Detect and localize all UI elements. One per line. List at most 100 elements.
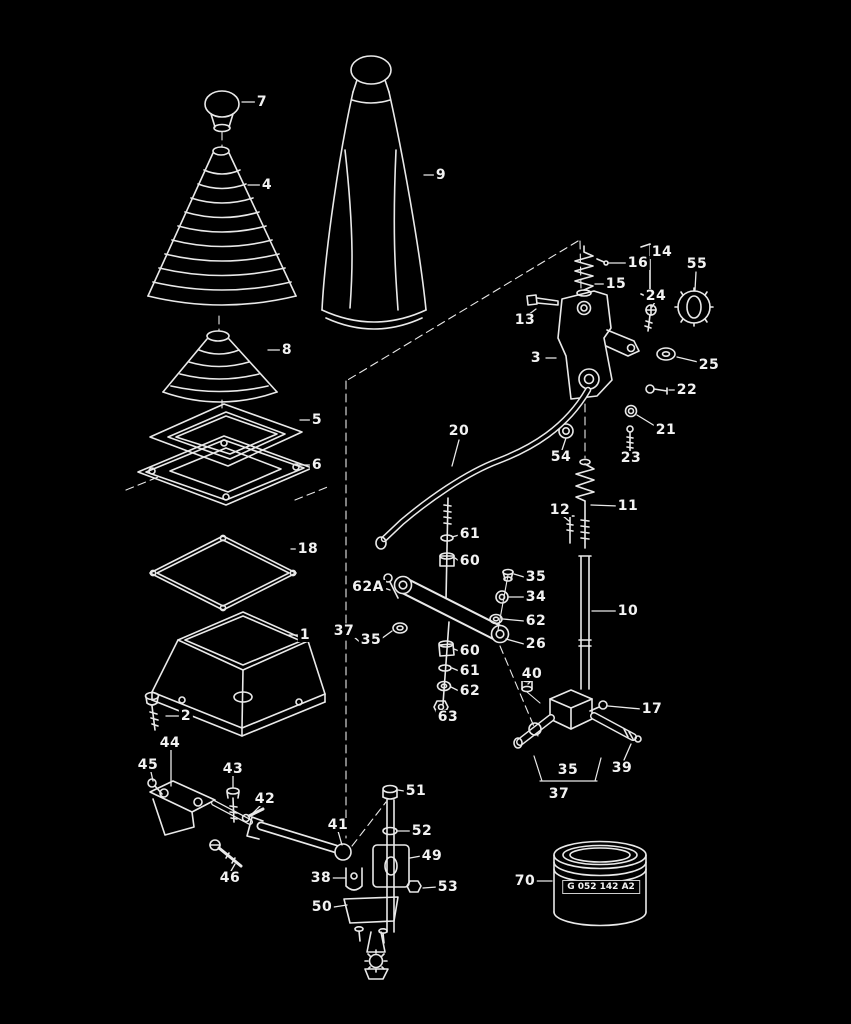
part-label-9: 9	[433, 167, 449, 183]
large-boot-9	[321, 55, 427, 330]
washer-34	[495, 590, 509, 604]
lower-rod	[386, 799, 395, 933]
gasket-18	[149, 534, 297, 612]
washer-61-lower	[438, 664, 452, 672]
part-label-18: 18	[295, 541, 321, 557]
part-label-62: 62	[457, 683, 483, 699]
part-label-15: 15	[603, 276, 629, 292]
part-label-4: 4	[259, 177, 275, 193]
part-label-50: 50	[309, 899, 335, 915]
part-label-5: 5	[309, 412, 325, 428]
part-label-52: 52	[409, 823, 435, 839]
part-label-3: 3	[528, 350, 544, 366]
part-label-46: 46	[217, 870, 243, 886]
nut-53	[406, 880, 422, 893]
part-label-62A: 62A	[350, 579, 386, 595]
brace-35-37	[533, 755, 602, 782]
shift-knob-7	[204, 90, 240, 133]
threaded-stud-lower	[442, 621, 450, 705]
bracket-49	[372, 844, 410, 888]
bracket-50	[343, 896, 399, 980]
part-label-24: 24	[643, 288, 669, 304]
part-label-63: 63	[435, 709, 461, 725]
part-label-40: 40	[519, 666, 545, 682]
part-label-26: 26	[523, 636, 549, 652]
canister-70	[553, 840, 647, 927]
crossbar-26	[393, 575, 510, 644]
part-label-12: 12	[547, 502, 573, 518]
bolt-62A	[383, 573, 399, 599]
part-label-53: 53	[435, 879, 461, 895]
ribbed-boot-4	[147, 146, 297, 306]
clip-16	[596, 258, 609, 266]
part-label-13: 13	[512, 312, 538, 328]
part-label-2: 2	[178, 708, 194, 724]
bolt-51	[382, 784, 398, 800]
spring-rod-11	[575, 458, 595, 549]
housing-1	[151, 611, 326, 737]
part-label-35: 35	[358, 632, 384, 648]
trim-frame-5	[149, 403, 303, 467]
part-label-11: 11	[615, 498, 641, 514]
part-label-43: 43	[220, 761, 246, 777]
part-label-21: 21	[653, 422, 679, 438]
block-60-upper	[439, 552, 455, 567]
block-60-lower	[438, 640, 455, 657]
shift-rod-20	[375, 386, 592, 550]
part-label-54: 54	[548, 449, 574, 465]
part-label-60: 60	[457, 643, 483, 659]
washer-52	[382, 826, 398, 836]
part-label-70: 70	[512, 873, 538, 889]
knurled-knob-55	[674, 287, 714, 327]
part-label-41: 41	[325, 817, 351, 833]
part-label-8: 8	[279, 342, 295, 358]
mounting-frame-6	[137, 435, 313, 506]
part-label-37: 37	[331, 623, 357, 639]
stud-23	[626, 425, 634, 452]
part-label-1: 1	[297, 627, 313, 643]
pin-42	[241, 807, 265, 823]
part-label-45: 45	[135, 757, 161, 773]
part-label-16: 16	[625, 255, 651, 271]
washer-61-upper	[440, 534, 454, 542]
part-label-34: 34	[523, 589, 549, 605]
part-label-14: 14	[649, 244, 675, 260]
part-label-25: 25	[696, 357, 722, 373]
part-label-51: 51	[403, 783, 429, 799]
part-label-61: 61	[457, 663, 483, 679]
part-label-44: 44	[157, 735, 183, 751]
shift-bracket-3	[557, 289, 640, 400]
part-label-37: 37	[546, 786, 572, 802]
nut-25	[656, 347, 676, 361]
bracket-44	[149, 780, 253, 836]
pivot-pin-13	[526, 294, 559, 306]
bushing-62-right	[489, 613, 503, 625]
part-label-17: 17	[639, 701, 665, 717]
rod-39	[590, 712, 642, 743]
part-label-60: 60	[457, 553, 483, 569]
part-label-55: 55	[684, 256, 710, 272]
part-label-62: 62	[523, 613, 549, 629]
lever-arm-41	[246, 816, 352, 861]
part-label-38: 38	[308, 870, 334, 886]
bolt-2	[144, 691, 160, 731]
selector-cross-block	[549, 689, 593, 730]
threaded-stud-upper	[443, 497, 452, 601]
part-label-61: 61	[457, 526, 483, 542]
part-label-39: 39	[609, 760, 635, 776]
part-label-23: 23	[618, 450, 644, 466]
rod-10	[578, 555, 592, 690]
bolt-22	[645, 384, 668, 395]
bushing-62-lower	[436, 680, 452, 692]
part-label-42: 42	[252, 791, 278, 807]
bolt-24	[644, 304, 657, 332]
spring-15	[574, 245, 594, 291]
bolt-17	[589, 700, 608, 712]
nut-21	[624, 404, 638, 418]
part-label-49: 49	[419, 848, 445, 864]
small-boot-8	[162, 330, 278, 403]
part-label-20: 20	[446, 423, 472, 439]
part-label-10: 10	[615, 603, 641, 619]
